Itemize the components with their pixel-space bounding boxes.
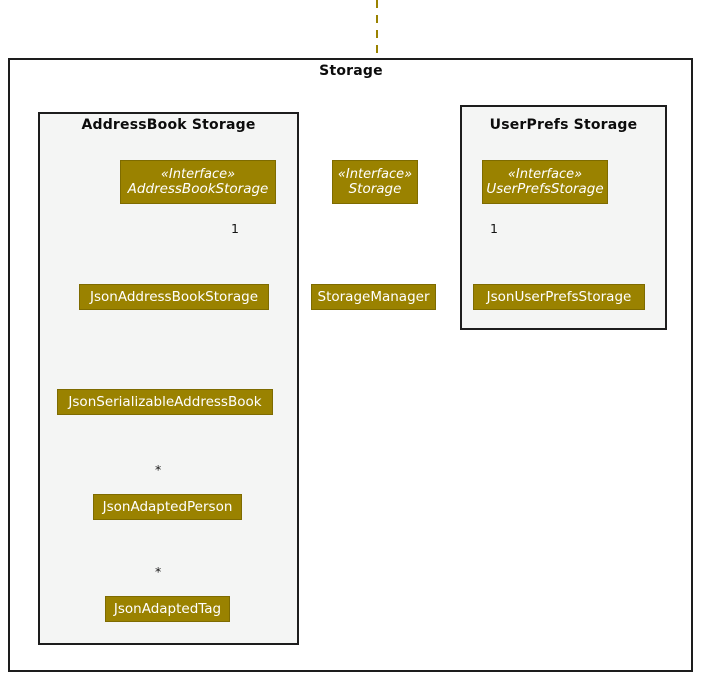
class-jsonserializableaddressbook-name: JsonSerializableAddressBook <box>68 393 262 410</box>
class-jsonadaptedperson[interactable]: JsonAdaptedPerson <box>93 494 242 520</box>
class-jsonadaptedtag-name: JsonAdaptedTag <box>113 600 222 617</box>
class-userprefsstorage-name: UserPrefsStorage <box>486 180 604 197</box>
class-jsonadaptedperson-name: JsonAdaptedPerson <box>102 498 233 515</box>
class-storage[interactable]: «Interface» Storage <box>332 160 418 204</box>
class-storage-name: Storage <box>348 180 402 197</box>
multiplicity-addressbookstorage: 1 <box>231 221 239 236</box>
class-addressbookstorage[interactable]: «Interface» AddressBookStorage <box>120 160 276 204</box>
multiplicity-jsonadaptedtag: * <box>155 564 162 579</box>
class-storagemanager[interactable]: StorageManager <box>311 284 436 310</box>
class-userprefsstorage[interactable]: «Interface» UserPrefsStorage <box>482 160 608 204</box>
class-jsonadaptedtag[interactable]: JsonAdaptedTag <box>105 596 230 622</box>
class-jsonuserprefsstorage-name: JsonUserPrefsStorage <box>486 288 632 305</box>
class-addressbookstorage-stereotype: «Interface» <box>160 167 236 183</box>
class-userprefsstorage-stereotype: «Interface» <box>507 167 583 183</box>
class-jsonserializableaddressbook[interactable]: JsonSerializableAddressBook <box>57 389 273 415</box>
package-userprefs-storage-title: UserPrefs Storage <box>489 117 638 133</box>
class-jsonaddressbookstorage[interactable]: JsonAddressBookStorage <box>79 284 269 310</box>
class-jsonuserprefsstorage[interactable]: JsonUserPrefsStorage <box>473 284 645 310</box>
package-addressbook-storage-title: AddressBook Storage <box>81 117 256 133</box>
multiplicity-jsonadaptedperson: * <box>155 462 162 477</box>
class-addressbookstorage-name: AddressBookStorage <box>127 180 269 197</box>
multiplicity-userprefsstorage: 1 <box>490 221 498 236</box>
class-storage-stereotype: «Interface» <box>337 167 413 183</box>
class-jsonaddressbookstorage-name: JsonAddressBookStorage <box>89 288 258 305</box>
package-storage-title: Storage <box>319 63 383 79</box>
class-storagemanager-name: StorageManager <box>317 288 430 305</box>
